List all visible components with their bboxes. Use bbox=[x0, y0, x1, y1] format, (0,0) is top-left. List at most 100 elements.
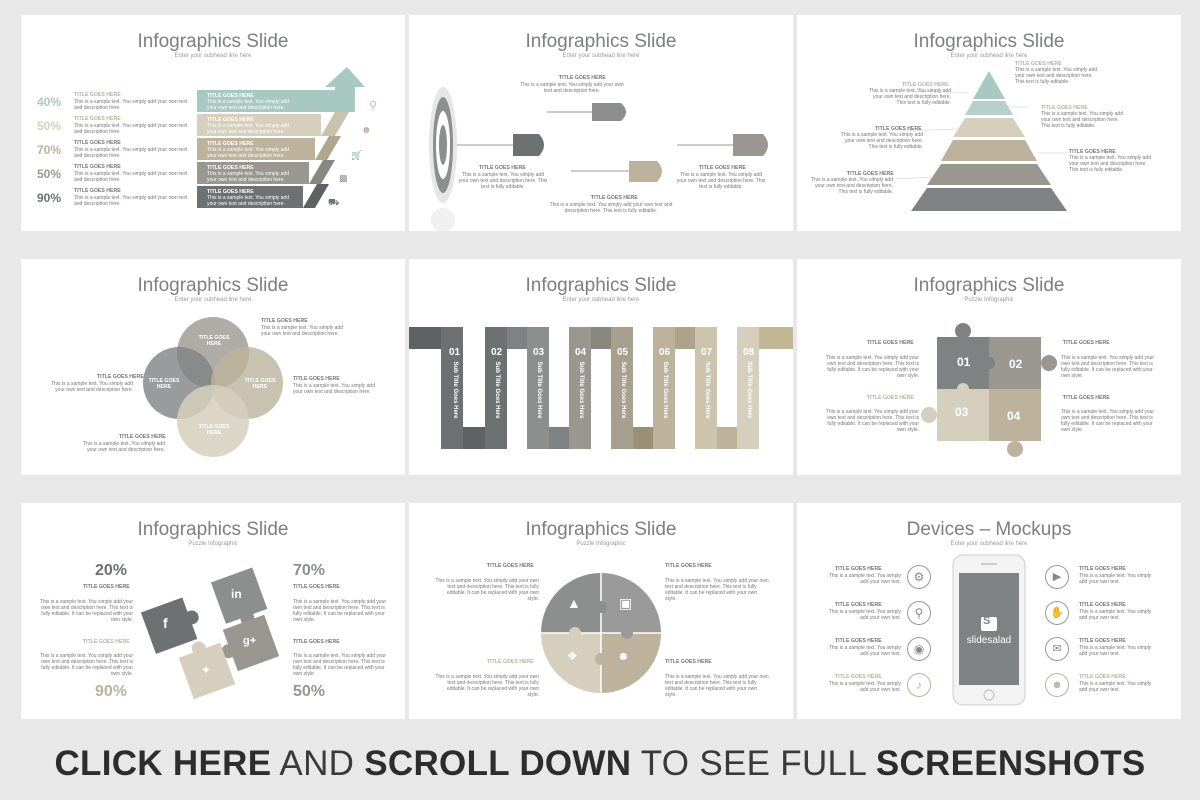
slide-device-mockup[interactable]: Devices – Mockups Enter your subhead lin… bbox=[797, 503, 1181, 719]
item-text: This is a sample text. You simply add yo… bbox=[665, 674, 769, 698]
item-title: TITLE GOES HERE bbox=[1063, 395, 1110, 401]
item-text: This is a sample text. You simply add yo… bbox=[1069, 155, 1151, 173]
item-title: TITLE GOES HERE bbox=[487, 563, 534, 569]
cta-click-here[interactable]: CLICK HERE bbox=[54, 744, 272, 783]
puzzle-number: 03 bbox=[955, 405, 969, 419]
ribbon-graphic bbox=[409, 327, 793, 449]
item-title: TITLE GOES HERE bbox=[261, 318, 308, 324]
percent-3: 70% bbox=[37, 143, 62, 157]
bar-title: TITLE GOES HERE bbox=[207, 165, 254, 171]
item-text: This is a sample text. You simply add yo… bbox=[1041, 111, 1123, 129]
item-title: TITLE GOES HERE bbox=[83, 639, 130, 645]
item-title: TITLE GOES HERE bbox=[119, 434, 166, 440]
gear-icon: ⚙ bbox=[907, 565, 931, 589]
item-title: TITLE GOES HERE bbox=[487, 659, 534, 665]
step-number: 01 bbox=[449, 347, 461, 358]
item-title: TITLE GOES HERE bbox=[835, 566, 882, 572]
scroll-cta-banner[interactable]: CLICK HERE AND SCROLL DOWN TO SEE FULL S… bbox=[0, 736, 1200, 792]
item-title: TITLE GOES HERE bbox=[97, 374, 144, 380]
play-icon: ▶ bbox=[1045, 565, 1069, 589]
bar-title: TITLE GOES HERE bbox=[207, 189, 254, 195]
slide-zigzag-ribbon[interactable]: Infographics Slide Enter your subhead li… bbox=[409, 259, 793, 475]
linkedin-icon: in bbox=[231, 587, 242, 601]
item-text: This is a sample text. You simply add yo… bbox=[435, 578, 539, 602]
social-puzzle-graphic bbox=[140, 567, 280, 700]
step-number: 02 bbox=[491, 347, 503, 358]
item-title: TITLE GOES HERE bbox=[1079, 638, 1126, 644]
item-text: This is a sample text. You simply add yo… bbox=[293, 383, 375, 395]
ribbon-label: Sub Title Goes Here bbox=[536, 361, 542, 419]
truck-icon: ⛟ bbox=[328, 197, 340, 207]
bar-text: This is a sample text. You simply add yo… bbox=[207, 147, 289, 159]
ribbon-label: Sub Title Goes Here bbox=[452, 361, 458, 419]
cta-text: TO SEE FULL bbox=[631, 744, 876, 783]
slide-title: Infographics Slide bbox=[525, 275, 677, 296]
step-number: 07 bbox=[701, 347, 713, 358]
item-title: TITLE GOES HERE bbox=[867, 395, 914, 401]
app-logo-icon: S bbox=[983, 615, 991, 627]
item-title: TITLE GOES HERE bbox=[875, 126, 922, 132]
slide-venn[interactable]: Infographics Slide Enter your subhead li… bbox=[21, 259, 405, 475]
search-icon: ⚲ bbox=[369, 100, 378, 112]
item-title: TITLE GOES HERE bbox=[74, 92, 121, 98]
slide-puzzle-four[interactable]: Infographics Slide Puzzle Infographic 01… bbox=[797, 259, 1181, 475]
item-title: TITLE GOES HERE bbox=[1063, 340, 1110, 346]
slide-subtitle: Enter your subhead line here bbox=[562, 297, 640, 303]
venn-label: TITLE GOES HERE bbox=[148, 378, 180, 390]
facebook-icon: f bbox=[163, 615, 168, 631]
cta-scroll-down: SCROLL DOWN bbox=[364, 744, 632, 783]
item-text: This is a sample text. You simply add yo… bbox=[74, 123, 188, 135]
steps-graphic bbox=[197, 67, 365, 208]
item-title: TITLE GOES HERE bbox=[559, 75, 606, 81]
venn-graphic bbox=[143, 317, 283, 457]
phone-logo: slidesalad bbox=[966, 635, 1012, 646]
user-icon: ☻ bbox=[361, 125, 372, 136]
item-title: TITLE GOES HERE bbox=[1079, 602, 1126, 608]
bar-title: TITLE GOES HERE bbox=[207, 93, 254, 99]
item-text: This is a sample text. You simply add yo… bbox=[869, 88, 951, 106]
twitter-icon: ✦ bbox=[201, 663, 212, 677]
puzzle-graphic bbox=[921, 323, 1057, 457]
hand-icon: ✋ bbox=[1045, 601, 1069, 625]
item-text: This is a sample text. You simply add yo… bbox=[458, 172, 548, 190]
item-title: TITLE GOES HERE bbox=[591, 195, 638, 201]
ribbon-label: Sub Title Goes Here bbox=[662, 361, 668, 419]
item-text: This is a sample text. You simply add yo… bbox=[51, 381, 133, 393]
bar-text: This is a sample text. You simply add yo… bbox=[207, 195, 289, 207]
percent-5: 90% bbox=[37, 191, 62, 205]
slide-subtitle: Puzzle Infographic bbox=[188, 541, 238, 547]
item-title: TITLE GOES HERE bbox=[1041, 105, 1088, 111]
circle-puzzle-graphic bbox=[541, 573, 661, 693]
slide-circle-puzzle[interactable]: Infographics Slide Puzzle Infographic ▲ … bbox=[409, 503, 793, 719]
slide-social-puzzle[interactable]: Infographics Slide Puzzle Infographic f … bbox=[21, 503, 405, 719]
item-text: This is a sample text. You simply add yo… bbox=[665, 578, 769, 602]
puzzle-number: 04 bbox=[1007, 409, 1021, 423]
slide-title: Infographics Slide bbox=[137, 31, 289, 52]
item-text: This is a sample text. You simply add yo… bbox=[825, 409, 919, 433]
item-text: This is a sample text. You simply add yo… bbox=[828, 681, 901, 693]
item-text: This is a sample text. You simply add yo… bbox=[1079, 645, 1152, 657]
item-text: This is a sample text. You simply add yo… bbox=[83, 441, 165, 453]
item-text: This is a sample text. You simply add yo… bbox=[825, 355, 919, 379]
item-text: This is a sample text. You simply add yo… bbox=[549, 202, 673, 214]
item-text: This is a sample text. You simply add yo… bbox=[828, 645, 901, 657]
card-icon: ▩ bbox=[339, 173, 348, 183]
slide-steps-infographic[interactable]: Infographics Slide Enter your subhead li… bbox=[21, 15, 405, 231]
item-title: TITLE GOES HERE bbox=[1079, 674, 1126, 680]
item-title: TITLE GOES HERE bbox=[665, 659, 712, 665]
item-title: TITLE GOES HERE bbox=[847, 171, 894, 177]
slide-pyramid[interactable]: Infographics Slide Enter your subhead li… bbox=[797, 15, 1181, 231]
item-title: TITLE GOES HERE bbox=[902, 82, 949, 88]
bar-title: TITLE GOES HERE bbox=[207, 117, 254, 123]
item-title: TITLE GOES HERE bbox=[835, 674, 882, 680]
slide-title: Infographics Slide bbox=[913, 31, 1065, 52]
pyramid-graphic bbox=[892, 71, 1067, 211]
item-title: TITLE GOES HERE bbox=[293, 584, 340, 590]
slide-target-darts[interactable]: Infographics Slide Enter your subhead li… bbox=[409, 15, 793, 231]
slide-title: Infographics Slide bbox=[913, 275, 1065, 296]
item-title: TITLE GOES HERE bbox=[1069, 149, 1116, 155]
item-text: This is a sample text. You simply add yo… bbox=[520, 82, 624, 94]
slide-subtitle: Puzzle Infographic bbox=[576, 541, 626, 547]
percent-1: 40% bbox=[37, 95, 62, 109]
item-text: This is a sample text. You simply add yo… bbox=[435, 674, 539, 698]
